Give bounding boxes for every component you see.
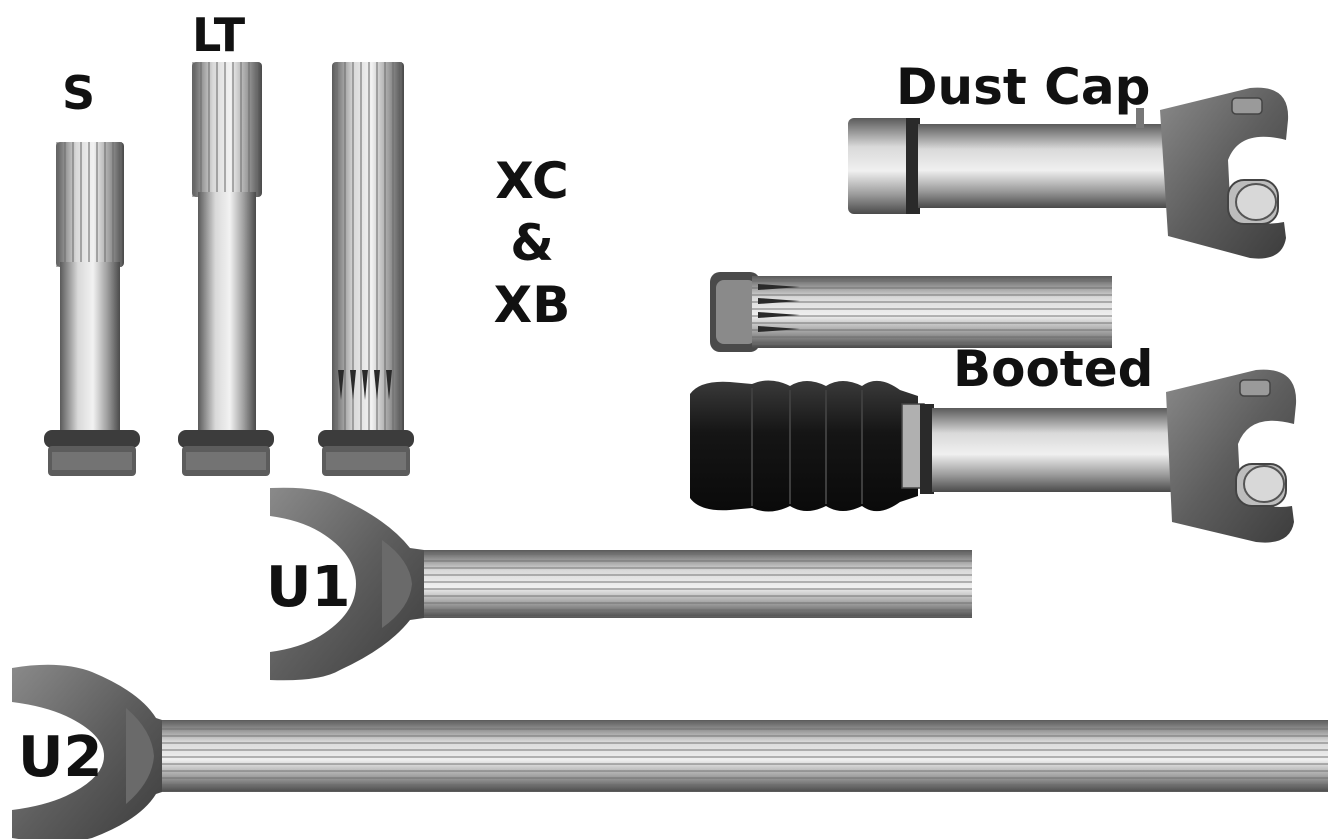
label-xc-xb: XC & XB xyxy=(472,150,592,336)
label-s: S xyxy=(62,66,96,120)
label-lt: LT xyxy=(192,8,246,62)
label-xc: XC xyxy=(495,152,569,210)
label-dust-cap: Dust Cap xyxy=(896,58,1151,116)
label-booted: Booted xyxy=(953,340,1154,398)
slip-shaft-s xyxy=(44,142,140,476)
slip-shaft-lt xyxy=(178,62,274,476)
yoke-shaft-u2 xyxy=(12,664,1328,839)
splined-slip-tube xyxy=(710,272,1112,352)
label-u1: U1 xyxy=(266,555,351,620)
label-xb: XB xyxy=(493,276,571,334)
yoke-shaft-u1 xyxy=(270,487,972,681)
label-ampersand: & xyxy=(510,214,554,272)
booted-assembly xyxy=(690,369,1297,543)
label-u2: U2 xyxy=(18,725,103,790)
dust-cap-assembly xyxy=(848,87,1289,259)
slip-shaft-xc-xb xyxy=(318,62,414,476)
